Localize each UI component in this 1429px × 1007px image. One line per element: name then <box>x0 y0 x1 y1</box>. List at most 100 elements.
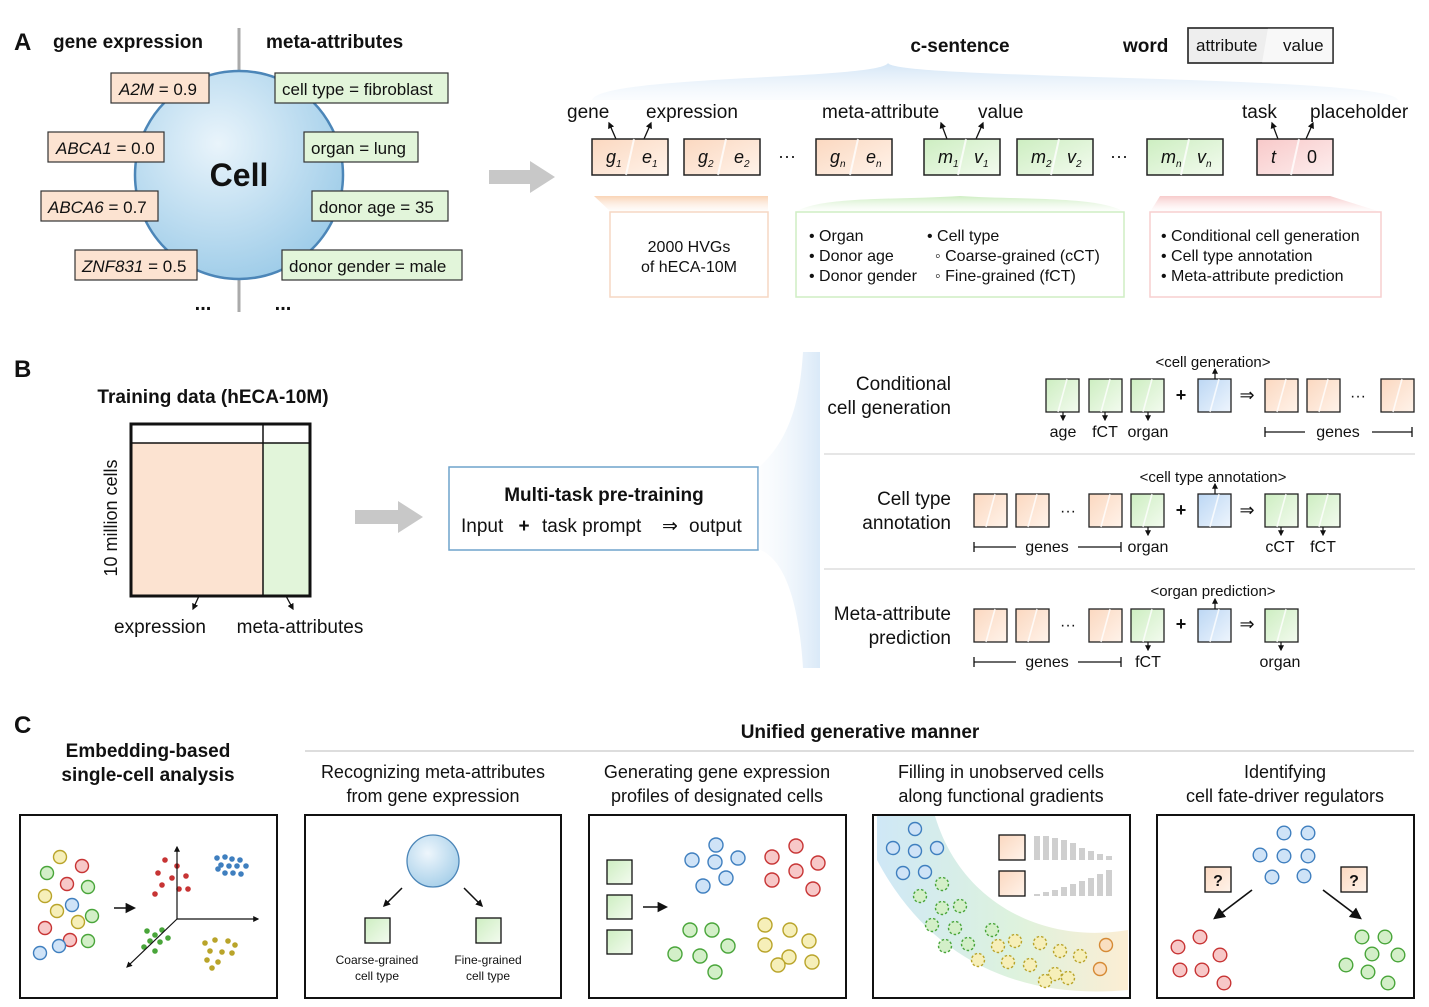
gene-tag: ABCA1 = 0.0 <box>47 131 165 163</box>
dots: ··· <box>1060 503 1076 520</box>
meta-col2-item: ◦ Coarse-grained (cCT) <box>935 248 1100 265</box>
gene-expression-title: gene expression <box>53 32 203 53</box>
cell-icon <box>406 834 460 888</box>
cell-dot <box>80 879 96 895</box>
meta-token-box <box>1130 378 1165 413</box>
cell-dot <box>1194 962 1210 978</box>
meta-token-icon <box>364 917 391 944</box>
expression-bar <box>1088 851 1094 860</box>
label-value: value <box>978 102 1023 123</box>
gene-value: = 0.0 <box>112 139 155 158</box>
subpanel-embedding <box>19 814 278 999</box>
cell-dot <box>718 870 734 886</box>
coarse-label: Coarse-grained <box>336 953 419 967</box>
cell-dot <box>1052 943 1068 959</box>
meta-tag: organ = lung <box>303 131 419 163</box>
cell-dot <box>917 864 933 880</box>
cell-dot <box>64 897 80 913</box>
hvg-box <box>609 211 769 298</box>
meta-token-box <box>1264 493 1299 528</box>
cell-dot <box>1300 825 1316 841</box>
cell-dot <box>1060 970 1076 986</box>
y-label-cells: 10 million cells <box>101 459 121 576</box>
cell-dot <box>781 949 797 965</box>
cell-dot <box>960 936 976 952</box>
dots: ··· <box>1060 617 1076 634</box>
expression-bar <box>1052 890 1058 896</box>
meta-token-icon <box>475 917 502 944</box>
gene-value: = 0.5 <box>143 257 186 276</box>
task-name: prediction <box>869 628 951 649</box>
pretraining-plus: + <box>518 516 529 537</box>
svg-text:ABCA6 = 0.7: ABCA6 = 0.7 <box>47 198 147 217</box>
meta-token-box <box>1045 378 1080 413</box>
gene-token-box <box>1088 608 1123 643</box>
embedding-point <box>147 938 153 944</box>
meta-box <box>795 211 1125 298</box>
c-sentence-title: c-sentence <box>910 36 1009 57</box>
expression-bar <box>1052 838 1058 860</box>
embedding-point <box>207 948 213 954</box>
embedding-point <box>215 866 221 872</box>
cell-dot <box>1022 957 1038 973</box>
token-value: en <box>866 147 882 170</box>
expression-bar <box>1034 894 1040 896</box>
ellipsis-right: ... <box>275 293 292 315</box>
cell-dot <box>1000 954 1016 970</box>
cell-dot <box>788 863 804 879</box>
cell-dot <box>1364 946 1380 962</box>
pretraining-arrow: ⇒ <box>662 516 678 537</box>
subpanel-title: from gene expression <box>346 786 519 806</box>
gene-token-icon <box>998 834 1026 897</box>
task-token-boxes <box>973 367 1415 652</box>
embedding-point <box>157 939 163 945</box>
cell-dot <box>1380 975 1396 991</box>
cell-dot <box>1032 935 1048 951</box>
embedding-point <box>215 959 221 965</box>
plus-sign: + <box>1176 614 1187 634</box>
task-input-label: fCT <box>1135 654 1161 671</box>
expression-bar <box>1061 840 1067 860</box>
gene-token-box <box>1015 608 1050 643</box>
cell-dot <box>934 900 950 916</box>
arrow-down-right-icon <box>1322 889 1362 920</box>
cell-dot <box>1216 975 1232 991</box>
task-name: Cell type <box>877 489 951 510</box>
expression-bar <box>1106 870 1112 896</box>
expression-bars <box>1034 836 1112 896</box>
meta-col1-item: • Donor gender <box>809 268 918 285</box>
gene-tag: ABCA6 = 0.7 <box>40 190 159 222</box>
gene-token-box <box>973 493 1008 528</box>
x-label-meta: meta-attributes <box>237 617 364 638</box>
token-value: e1 <box>642 147 658 170</box>
task-input-label: organ <box>1128 539 1169 556</box>
task-prompt: <cell generation> <box>1155 354 1270 371</box>
label-placeholder: placeholder <box>1310 102 1409 123</box>
arrow-gene-icon <box>608 121 617 140</box>
arrow-expression-icon <box>643 121 652 140</box>
expression-bar <box>1043 836 1049 860</box>
cell-dot <box>804 954 820 970</box>
meta-token-box <box>1264 608 1299 643</box>
gene-token-box <box>1088 493 1123 528</box>
task-box <box>1149 211 1382 298</box>
plus-sign: + <box>1176 385 1187 405</box>
fine-label: Fine-grained <box>454 953 521 967</box>
pretraining-prompt: task prompt <box>542 516 642 537</box>
subpanel-title: profiles of designated cells <box>611 786 823 806</box>
embedding-point <box>229 856 235 862</box>
cell-dot <box>947 920 963 936</box>
embedding-point <box>214 855 220 861</box>
panel-b-letter: B <box>14 356 31 383</box>
cell-dot <box>1212 947 1228 963</box>
prompt-token-box <box>1197 493 1232 528</box>
embedding-point <box>225 938 231 944</box>
cell-dot <box>1338 957 1354 973</box>
unified-title: Unified generative manner <box>741 722 980 743</box>
embedding-point <box>229 950 235 956</box>
cell-dot <box>39 865 55 881</box>
cell-circle <box>133 69 345 281</box>
